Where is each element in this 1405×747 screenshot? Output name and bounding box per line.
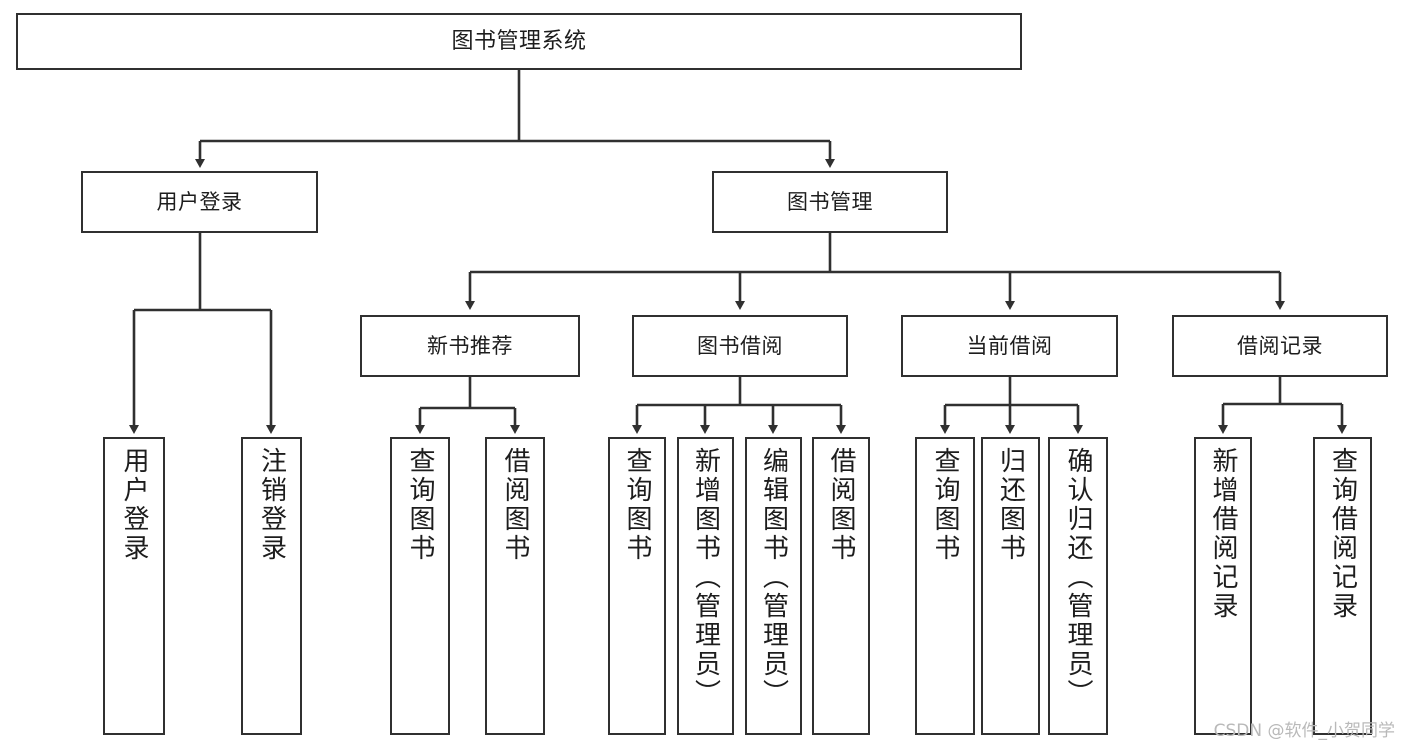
node-new-book-recommend[interactable]: 新书推荐: [360, 315, 580, 377]
node-user-login[interactable]: 用户登录: [81, 171, 318, 233]
leaf-logout[interactable]: 注销登录: [241, 437, 302, 735]
leaf-confirm-return-label: 确认归还（管理员）: [1063, 447, 1093, 708]
leaf-edit-book[interactable]: 编辑图书（管理员）: [745, 437, 802, 735]
node-current-borrow-label: 当前借阅: [966, 333, 1053, 358]
leaf-query-record-label: 查询借阅记录: [1327, 447, 1358, 621]
leaf-query-book-1-label: 查询图书: [405, 447, 435, 563]
node-user-login-label: 用户登录: [156, 189, 243, 214]
leaf-user-login-label: 用户登录: [119, 447, 149, 563]
leaf-borrow-book-2[interactable]: 借阅图书: [812, 437, 870, 735]
node-borrow-record[interactable]: 借阅记录: [1172, 315, 1388, 377]
node-root-label: 图书管理系统: [451, 28, 587, 54]
leaf-user-login[interactable]: 用户登录: [103, 437, 165, 735]
node-root[interactable]: 图书管理系统: [16, 13, 1022, 70]
node-book-borrow-label: 图书借阅: [697, 333, 783, 358]
leaf-edit-book-label: 编辑图书（管理员）: [758, 447, 789, 708]
leaf-borrow-book-1[interactable]: 借阅图书: [485, 437, 545, 735]
csdn-watermark: CSDN @软件_小贺同学: [1213, 721, 1395, 741]
leaf-query-book-3-label: 查询图书: [930, 447, 960, 563]
leaf-return-book[interactable]: 归还图书: [981, 437, 1040, 735]
leaf-add-record[interactable]: 新增借阅记录: [1194, 437, 1252, 735]
node-book-manage-label: 图书管理: [787, 189, 873, 214]
leaf-query-book-2[interactable]: 查询图书: [608, 437, 666, 735]
leaf-query-record[interactable]: 查询借阅记录: [1313, 437, 1372, 735]
leaf-add-book[interactable]: 新增图书（管理员）: [677, 437, 734, 735]
node-new-book-recommend-label: 新书推荐: [427, 333, 513, 358]
leaf-add-book-label: 新增图书（管理员）: [690, 447, 721, 708]
leaf-borrow-book-1-label: 借阅图书: [500, 447, 530, 563]
leaf-query-book-2-label: 查询图书: [622, 447, 652, 563]
node-borrow-record-label: 借阅记录: [1237, 333, 1323, 358]
leaf-add-record-label: 新增借阅记录: [1208, 447, 1238, 621]
leaf-confirm-return[interactable]: 确认归还（管理员）: [1048, 437, 1108, 735]
node-book-borrow[interactable]: 图书借阅: [632, 315, 848, 377]
leaf-logout-label: 注销登录: [256, 447, 287, 563]
node-book-manage[interactable]: 图书管理: [712, 171, 948, 233]
leaf-query-book-1[interactable]: 查询图书: [390, 437, 450, 735]
leaf-return-book-label: 归还图书: [995, 447, 1026, 563]
leaf-borrow-book-2-label: 借阅图书: [826, 447, 856, 563]
node-current-borrow[interactable]: 当前借阅: [901, 315, 1118, 377]
leaf-query-book-3[interactable]: 查询图书: [915, 437, 975, 735]
